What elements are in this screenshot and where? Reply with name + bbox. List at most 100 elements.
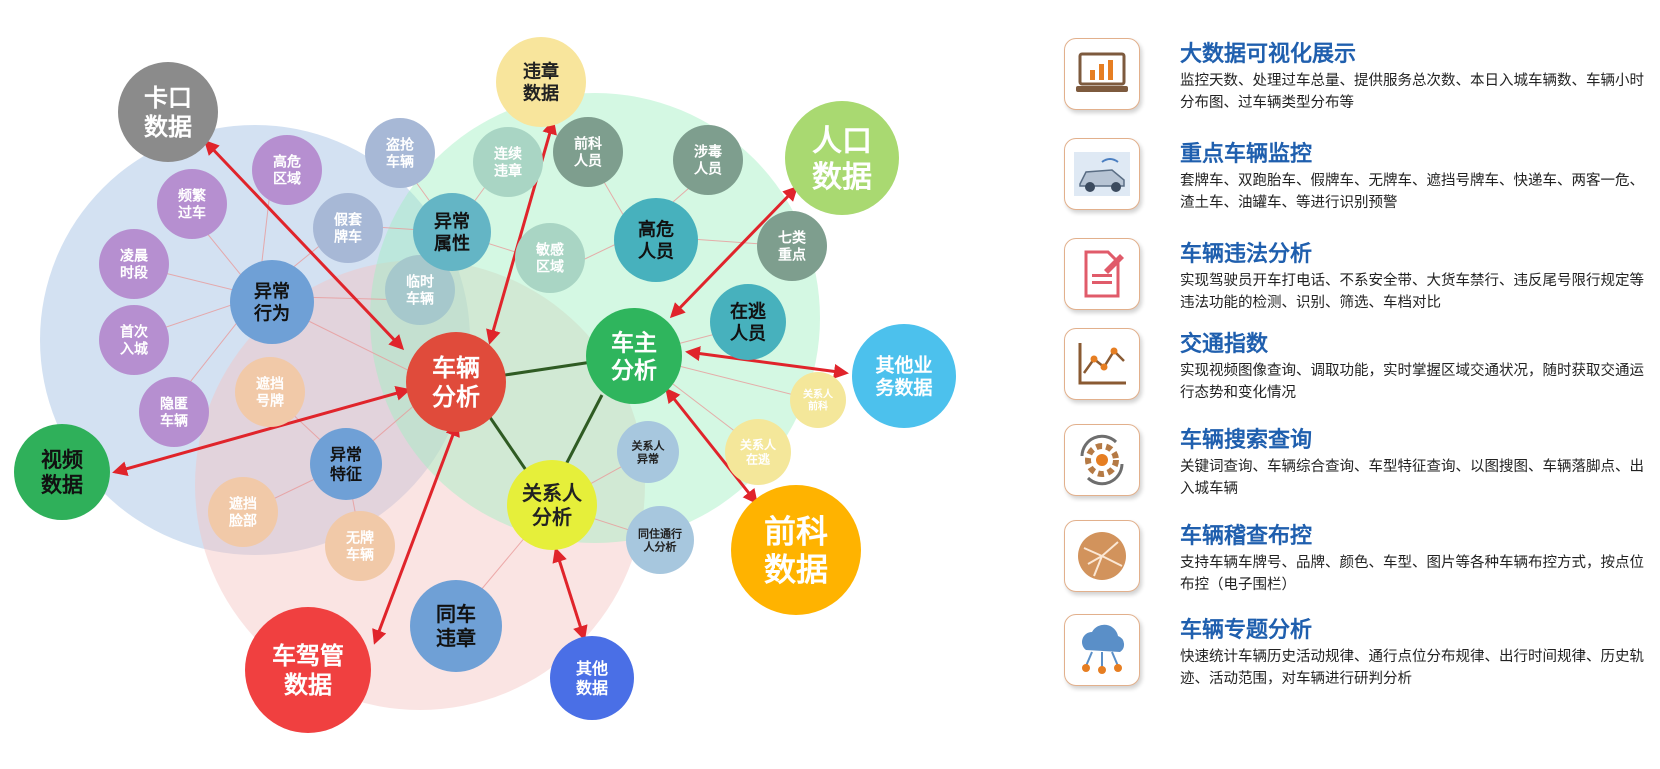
feature-item: 车辆违法分析 实现驾驶员开车打电话、不系安全带、大货车禁行、违反尾号限行规定等违…: [1052, 230, 1652, 322]
svg-text:凌晨时段: 凌晨时段: [120, 248, 149, 282]
node-high-risk-area: 高危区域: [252, 135, 322, 205]
svg-text:视频数据: 视频数据: [41, 448, 83, 497]
hub-relation-analysis: 关系人分析: [507, 460, 597, 550]
svg-text:前科人员: 前科人员: [574, 136, 602, 170]
svg-text:临时车辆: 临时车辆: [406, 274, 434, 308]
hub-vehicle-analysis: 车辆分析: [406, 332, 506, 432]
svg-text:敏感区域: 敏感区域: [535, 242, 564, 276]
svg-text:遮挡脸部: 遮挡脸部: [229, 496, 257, 530]
source-population: 人口数据: [785, 101, 899, 215]
svg-text:高危区域: 高危区域: [273, 154, 301, 188]
svg-text:车主分析: 车主分析: [611, 329, 657, 384]
node-abnormal-behavior: 异常行为: [230, 260, 314, 344]
svg-text:在逃人员: 在逃人员: [730, 301, 766, 345]
feature-list: 大数据可视化展示 监控天数、处理过车总量、提供服务总次数、本日入城车辆数、车辆小…: [1052, 30, 1652, 750]
node-drug-person: 涉毒人员: [673, 125, 743, 195]
svg-text:同车违章: 同车违章: [436, 602, 476, 650]
feature-title: 车辆搜索查询: [1180, 428, 1313, 453]
svg-text:异常属性: 异常属性: [434, 211, 470, 255]
feature-desc: 实现驾驶员开车打电话、不系安全带、大货车禁行、违反尾号限行规定等违法功能的检测、…: [1180, 273, 1644, 311]
svg-text:关系人前科: 关系人前科: [803, 388, 834, 413]
node-relation-abnormal: 关系人异常: [617, 421, 679, 483]
feature-desc: 快速统计车辆历史活动规律、通行点位分布规律、出行时间规律、历史轨迹、活动范围，对…: [1180, 649, 1644, 687]
node-continuous-violation: 连续违章: [473, 127, 543, 197]
svg-text:连续违章: 连续违章: [494, 146, 522, 180]
feature-title: 车辆违法分析: [1180, 242, 1313, 267]
svg-text:车辆分析: 车辆分析: [432, 354, 480, 411]
node-relation-record: 关系人前科: [790, 372, 846, 428]
feature-title: 车辆专题分析: [1180, 618, 1313, 643]
svg-text:假套牌车: 假套牌车: [334, 212, 362, 246]
line-chart-icon: [1064, 328, 1140, 400]
source-criminal-record: 前科数据: [731, 485, 861, 615]
feature-item: 大数据可视化展示 监控天数、处理过车总量、提供服务总次数、本日入城车辆数、车辆小…: [1052, 30, 1652, 122]
svg-text:同住通行人分析: 同住通行人分析: [638, 526, 682, 553]
feature-desc: 关键词查询、车辆综合查询、车型特征查询、以图搜图、车辆落脚点、出入城车辆: [1180, 459, 1644, 497]
feature-title: 交通指数: [1180, 332, 1269, 357]
svg-text:前科数据: 前科数据: [764, 512, 828, 588]
node-covered-plate: 遮挡号牌: [235, 357, 305, 427]
data-flow-arrows: [112, 119, 849, 645]
feature-desc: 套牌车、双跑胎车、假牌车、无牌车、遮挡号牌车、快递车、两客一危、渣土车、油罐车、…: [1180, 173, 1644, 211]
gear-refresh-icon: [1064, 424, 1140, 496]
feature-desc: 支持车辆车牌号、品牌、颜色、车型、图片等各种车辆布控方式，按点位布控（电子围栏）: [1180, 555, 1644, 593]
svg-text:关系人分析: 关系人分析: [522, 481, 583, 529]
node-criminal-record-person: 前科人员: [553, 117, 623, 187]
node-same-vehicle-violation: 同车违章: [410, 580, 502, 672]
node-relation-fugitive: 关系人在逃: [725, 419, 791, 485]
hub-owner-analysis: 车主分析: [586, 308, 682, 404]
svg-text:七类重点: 七类重点: [778, 230, 807, 264]
svg-text:遮挡号牌: 遮挡号牌: [256, 376, 284, 410]
svg-text:高危人员: 高危人员: [638, 219, 674, 263]
node-fugitive: 在逃人员: [710, 284, 786, 360]
svg-text:关系人在逃: 关系人在逃: [740, 437, 777, 466]
node-fake-plate: 假套牌车: [313, 193, 383, 263]
node-temporary-vehicle: 临时车辆: [385, 255, 455, 325]
cloud-network-icon: [1064, 614, 1140, 686]
feature-title: 重点车辆监控: [1180, 142, 1313, 167]
label: 盗抢车辆: [386, 137, 415, 171]
feature-item: 重点车辆监控 套牌车、双跑胎车、假牌车、无牌车、遮挡号牌车、快递车、两客一危、渣…: [1052, 130, 1652, 222]
svg-text:关系人异常: 关系人异常: [632, 438, 666, 465]
node-no-plate: 无牌车辆: [325, 511, 395, 581]
feature-desc: 实现视频图像查询、调取功能，实时掌握区域交通状况，随时获取交通运行态势和变化情况: [1180, 363, 1644, 401]
node-early-morning: 凌晨时段: [99, 229, 169, 299]
node-robbed-vehicle: 盗抢车辆: [365, 118, 435, 188]
svg-text:其他数据: 其他数据: [576, 659, 608, 697]
svg-text:首次入城: 首次入城: [120, 324, 148, 358]
node-high-risk-person: 高危人员: [614, 198, 698, 282]
vehicle-analysis-diagram: 盗抢车辆 连续违章 前科人员 涉毒人员 七类重点 高危区域 频繁过车 凌晨时段 …: [14, 37, 956, 733]
map-network-icon: [1064, 520, 1140, 592]
node-sensitive-area: 敏感区域: [515, 223, 585, 293]
svg-text:车驾管数据: 车驾管数据: [272, 642, 344, 699]
svg-text:无牌车辆: 无牌车辆: [345, 530, 374, 564]
source-other-business: 其他业务数据: [852, 324, 956, 428]
source-license-mgmt: 车驾管数据: [245, 607, 371, 733]
car-radar-icon: [1064, 138, 1140, 210]
node-seven-key: 七类重点: [757, 211, 827, 281]
feature-title: 大数据可视化展示: [1180, 42, 1357, 67]
feature-item: 车辆稽查布控 支持车辆车牌号、品牌、颜色、车型、图片等各种车辆布控方式，按点位布…: [1052, 512, 1652, 604]
node-frequent-pass: 频繁过车: [157, 169, 227, 239]
svg-text:异常行为: 异常行为: [253, 281, 290, 325]
node-co-travel: 同住通行人分析: [626, 506, 694, 574]
source-violation: 违章数据: [496, 37, 586, 127]
feature-item: 车辆搜索查询 关键词查询、车辆综合查询、车型特征查询、以图搜图、车辆落脚点、出入…: [1052, 416, 1652, 508]
node-abnormal-attribute: 异常属性: [413, 193, 491, 271]
svg-text:隐匿车辆: 隐匿车辆: [160, 396, 188, 430]
svg-text:卡口数据: 卡口数据: [144, 84, 192, 141]
node-abnormal-feature: 异常特征: [310, 428, 382, 500]
feature-title: 车辆稽查布控: [1180, 524, 1313, 549]
svg-text:涉毒人员: 涉毒人员: [694, 144, 722, 178]
svg-text:其他业务数据: 其他业务数据: [875, 353, 932, 399]
node-hidden-vehicle: 隐匿车辆: [139, 377, 209, 447]
source-checkpoint: 卡口数据: [118, 62, 218, 162]
feature-item: 车辆专题分析 快速统计车辆历史活动规律、通行点位分布规律、出行时间规律、历史轨迹…: [1052, 606, 1652, 698]
feature-item: 交通指数 实现视频图像查询、调取功能，实时掌握区域交通状况，随时获取交通运行态势…: [1052, 320, 1652, 412]
node-covered-face: 遮挡脸部: [208, 477, 278, 547]
svg-text:违章数据: 违章数据: [523, 61, 559, 105]
source-video: 视频数据: [14, 424, 110, 520]
node-first-entry: 首次入城: [99, 305, 169, 375]
svg-text:异常特征: 异常特征: [330, 445, 362, 483]
source-other: 其他数据: [550, 636, 634, 720]
